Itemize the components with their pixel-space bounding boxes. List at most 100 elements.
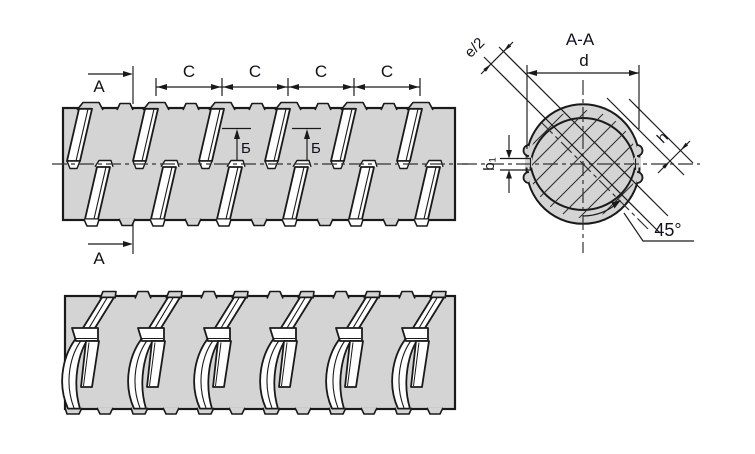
rib-slot [146, 340, 166, 388]
section-mark-label: A [93, 77, 105, 96]
rib-facet-line [357, 166, 371, 220]
diameter-dimension: d [526, 51, 640, 149]
dim-arrowhead [527, 70, 537, 76]
slot-facet-line [215, 342, 222, 387]
slot-facet-line [281, 342, 288, 387]
herringbone-ribs [61, 290, 447, 415]
rib-facet-line [291, 166, 305, 220]
rib-foot [281, 219, 298, 227]
section-arrowhead [123, 241, 133, 247]
transverse-ribs [66, 101, 444, 227]
construction-line [498, 46, 669, 217]
rib-foot [264, 160, 279, 170]
dim-arrowhead [211, 84, 221, 90]
rib-foot [198, 160, 213, 170]
hatch-line [529, 110, 637, 218]
rib-facet-line [273, 108, 287, 162]
leader-line [623, 212, 694, 242]
dim-arrowhead [506, 150, 512, 159]
edge-bump [266, 290, 284, 299]
diagonal-rib [259, 296, 313, 410]
section-hatching [529, 110, 637, 218]
dim-arrowhead [409, 84, 419, 90]
rib-slot [344, 340, 364, 388]
pitch-label: C [249, 62, 261, 81]
edge-bump [360, 407, 378, 415]
rib-slot [80, 340, 100, 388]
dim-arrowhead [506, 170, 512, 179]
gap-dimension: b₁ [481, 135, 531, 193]
rebar-cross-section: A-A d e/2 h [461, 30, 700, 253]
rib-facet-line [225, 166, 239, 220]
rib-foot [83, 219, 100, 227]
dim-arrowhead [157, 84, 167, 90]
hatch-line [529, 110, 637, 218]
pitch-dim-lines [156, 84, 420, 90]
hatch-line [529, 110, 637, 218]
rib-facet-line [75, 108, 89, 162]
diagonal-rib [193, 296, 247, 410]
angle-label: 45° [654, 220, 681, 240]
dim-arrowhead [277, 84, 287, 90]
edge-bump [332, 290, 350, 299]
rib-facet-line [93, 166, 107, 220]
pitch-label: C [183, 62, 195, 81]
rib-facet-line [339, 108, 353, 162]
edge-bump [228, 407, 246, 415]
rib-bump [522, 171, 530, 184]
rib-foot [347, 219, 364, 227]
construction-line [628, 98, 694, 164]
edge-bump [96, 407, 114, 415]
section-title: A-A [566, 30, 595, 49]
callout-arrowhead [304, 129, 310, 139]
rib-callout-1: Б [222, 127, 251, 160]
rib-arm [335, 327, 363, 342]
rib-foot [396, 160, 411, 170]
construction-line [483, 56, 661, 234]
rib-facet-line [141, 108, 155, 162]
rebar-bottom-view [61, 290, 457, 415]
slot-facet-line [347, 342, 354, 387]
edge-bump [200, 290, 218, 299]
edge-bump [316, 218, 334, 227]
edge-bump [162, 407, 180, 415]
rib-foot [215, 219, 232, 227]
rib-slot [278, 340, 298, 388]
section-mark-top: A [88, 66, 134, 104]
rib-arm [71, 327, 99, 342]
rib-arm [401, 327, 429, 342]
rib-arm [137, 327, 165, 342]
slot-facet-line [149, 342, 156, 387]
dim-arrowhead [355, 84, 365, 90]
edge-bump [118, 218, 136, 227]
pitch-dimension-c: C C C C [155, 62, 421, 96]
edge-bump [398, 290, 416, 299]
dim-arrowhead [289, 84, 299, 90]
edge-bump [382, 218, 400, 227]
pitch-label: C [315, 62, 327, 81]
edge-bump [182, 102, 200, 111]
edge-bump [248, 102, 266, 111]
slot-facet-line [413, 342, 420, 387]
dim-arrowhead [483, 64, 491, 72]
angle-dimension: 45° [582, 200, 694, 242]
diagonal-rib [61, 296, 115, 410]
gap-label: b₁ [481, 157, 498, 170]
diagonal-centerline [541, 122, 649, 230]
rib-slot [212, 340, 232, 388]
rib-slot [410, 340, 430, 388]
dim-arrowhead [343, 84, 353, 90]
rib-foot [66, 160, 81, 170]
hatch-line [529, 110, 637, 218]
diagonal-rib [391, 296, 445, 410]
rib-facet-line [423, 166, 437, 220]
rebar-side-view [52, 101, 468, 227]
section-mark-bottom: A [88, 223, 134, 268]
section-mark-label: A [93, 249, 105, 268]
rib-notch [525, 157, 532, 168]
edge-bump [294, 407, 312, 415]
rib-facet-line [159, 166, 173, 220]
rib-height-label: h [654, 129, 672, 147]
